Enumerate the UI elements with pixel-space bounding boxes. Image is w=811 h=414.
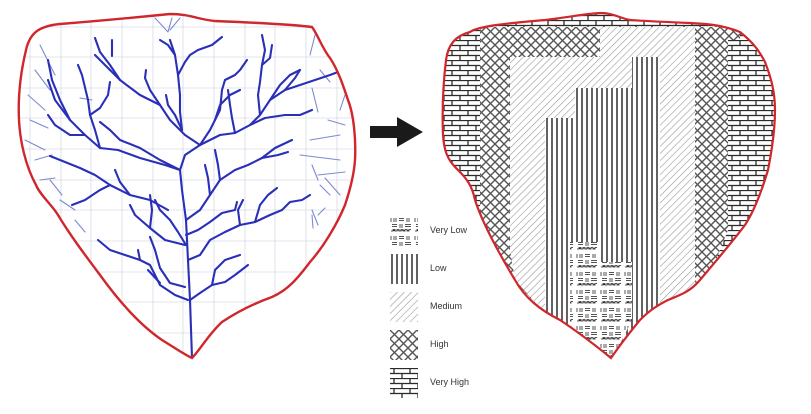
legend-label: Low [430,263,447,273]
legend-label: Very Low [430,225,468,235]
very-high-pattern-icon [390,368,418,398]
legend-item-low: Low [390,254,500,284]
legend-item-very-low: Very Low [390,216,500,246]
legend-label: Very High [430,377,470,387]
zone-very-low [570,242,632,358]
legend-item-high: High [390,330,500,360]
transform-arrow-icon [370,117,423,147]
drainage-network-map [17,12,357,360]
legend-label: Medium [430,301,463,311]
legend-item-medium: Medium [390,292,500,322]
zoned-classification-map [441,11,777,360]
high-pattern-icon [390,330,418,360]
grid [18,14,356,358]
very-low-pattern-icon [390,216,418,246]
basin-outline-right [441,11,777,360]
main-channels [46,33,340,358]
legend-label: High [430,339,449,349]
medium-pattern-icon [390,292,418,322]
legend-item-very-high: Very High [390,368,500,398]
low-pattern-icon [390,254,418,284]
